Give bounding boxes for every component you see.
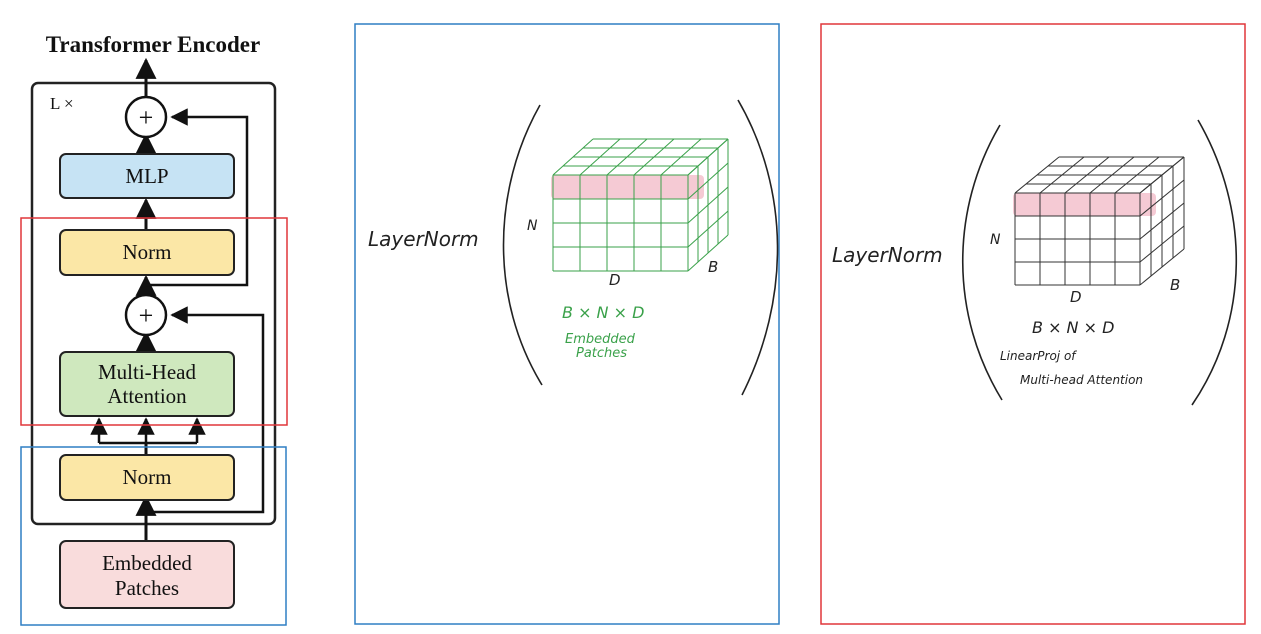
shape-label: B × N × D: [1032, 318, 1114, 337]
dim-b-label: B: [1170, 276, 1180, 294]
red-panel: LayerNorm N D B B × N × D LinearProj of …: [820, 23, 1246, 625]
encoder-title: Transformer Encoder: [46, 32, 260, 57]
right-paren: [737, 99, 779, 396]
shape-label: B × N × D: [562, 303, 644, 322]
red-panel-frame: [820, 23, 1246, 625]
attention-label-line1: Multi-Head: [98, 360, 196, 384]
note-line1: LinearProj of: [1000, 349, 1077, 363]
dim-d-label: D: [609, 271, 621, 289]
residual-connection-2: [146, 108, 249, 287]
add-circle-bottom: [124, 293, 168, 337]
red-highlight-box: [20, 217, 288, 426]
repeat-label: L ×: [50, 94, 74, 113]
dim-b-label: B: [708, 258, 718, 276]
residual-connection-1: [146, 306, 265, 514]
attention-label-line2: Attention: [107, 384, 187, 408]
right-paren: [1191, 119, 1238, 406]
layernorm-label: LayerNorm: [368, 227, 479, 251]
patches-label-line1: Embedded: [102, 551, 192, 575]
left-paren: [502, 104, 543, 386]
blue-highlight-box: [20, 446, 287, 626]
norm-bottom-label: Norm: [123, 465, 172, 489]
blue-panel: LayerNorm N D B B × N × D Embedded Patch…: [354, 23, 780, 625]
patches-label-line2: Patches: [115, 576, 179, 600]
norm-box-top: [59, 229, 235, 276]
blue-panel-frame: [354, 23, 780, 625]
encoder-block-frame: [30, 81, 277, 526]
norm-top-label: Norm: [123, 240, 172, 264]
left-paren: [961, 124, 1003, 401]
plus-icon: +: [139, 103, 154, 132]
mlp-box: [59, 153, 235, 199]
dim-n-label: N: [990, 232, 1001, 248]
tensor-cube-black: [1013, 156, 1185, 286]
note-line1: Embedded: [565, 332, 636, 347]
note-line2: Multi-head Attention: [1020, 373, 1143, 387]
layernorm-label: LayerNorm: [832, 243, 943, 267]
highlighted-row: [1013, 193, 1156, 216]
norm-box-bottom: [59, 454, 235, 501]
tensor-cube-green: [551, 138, 729, 272]
dim-d-label: D: [1070, 288, 1082, 306]
transformer-encoder-diagram: Transformer Encoder L × + + MLP Norm Mul…: [20, 32, 288, 626]
mlp-label: MLP: [125, 164, 168, 188]
note-line2: Patches: [576, 346, 627, 361]
multi-head-attention-box: [59, 351, 235, 417]
dim-n-label: N: [527, 218, 538, 234]
plus-icon: +: [139, 301, 154, 330]
embedded-patches-box: [59, 540, 235, 609]
highlighted-row: [551, 175, 704, 199]
add-circle-top: [124, 95, 168, 139]
